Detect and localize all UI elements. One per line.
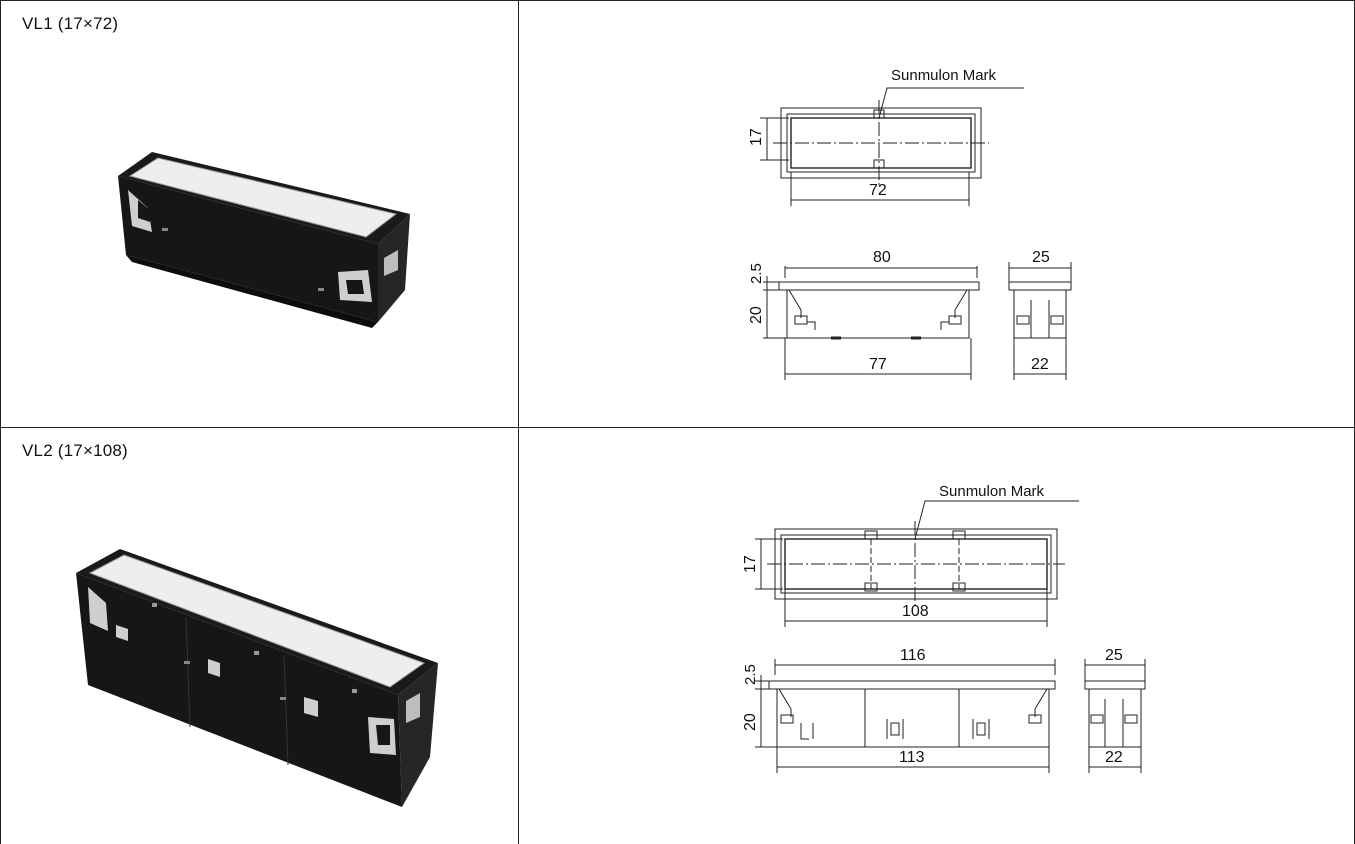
front-width-label: 72	[869, 182, 887, 199]
side-bottom-width-label: 113	[899, 749, 925, 766]
table-border-top	[0, 0, 1355, 1]
front-height-label: 17	[742, 555, 759, 573]
front-width-label: 108	[902, 603, 929, 620]
sunmulon-mark-label: Sunmulon Mark	[891, 67, 997, 84]
end-bottom-width-label: 22	[1105, 749, 1123, 766]
table-border-left	[0, 0, 1, 844]
sunmulon-mark-label: Sunmulon Mark	[939, 483, 1045, 500]
end-bottom-width-label: 22	[1031, 356, 1049, 373]
end-top-width-label: 25	[1032, 249, 1050, 266]
dimension-drawing-vl1: Sunmulon Mark 17 72 2.5 80 20 77 25 22	[748, 67, 1072, 380]
flange-height-label: 2.5	[748, 263, 765, 284]
side-top-width-label: 80	[873, 249, 891, 266]
flange-height-label: 2.5	[742, 664, 759, 685]
side-top-width-label: 116	[900, 647, 926, 664]
end-top-width-label: 25	[1105, 647, 1123, 664]
dimension-drawing-vl2: Sunmulon Mark 17 108 2.5 116 20 113 25 2…	[742, 483, 1146, 773]
row-title-vl2: VL2 (17×108)	[22, 441, 128, 460]
lamp-housing-photo-long-icon	[76, 549, 438, 807]
side-height-label: 20	[748, 306, 765, 324]
lamp-housing-photo-short-icon	[118, 152, 410, 328]
side-bottom-width-label: 77	[869, 356, 887, 373]
side-height-label: 20	[742, 713, 759, 731]
front-height-label: 17	[748, 128, 765, 146]
table-column-divider	[518, 0, 519, 844]
row-title-vl1: VL1 (17×72)	[22, 14, 119, 33]
table-row-divider	[0, 427, 1355, 428]
